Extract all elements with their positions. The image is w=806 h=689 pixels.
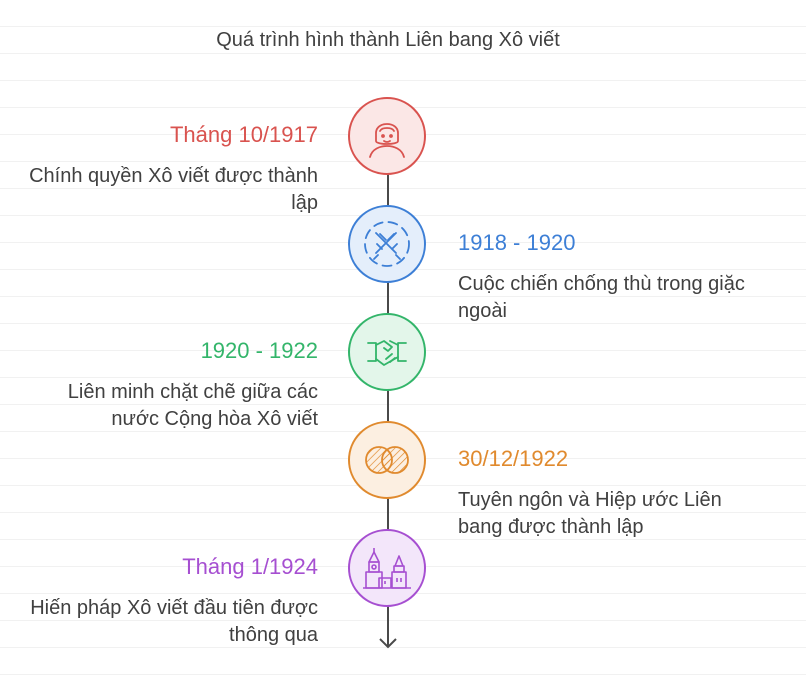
event-4-description-line-1: Tuyên ngôn và Hiệp ước Liên <box>458 489 722 511</box>
event-3-description: Liên minh chặt chẽ giữa các nước Cộng hò… <box>68 379 318 433</box>
event-3-circle <box>348 313 426 391</box>
event-1-description: Chính quyền Xô viết được thành lập <box>29 163 318 217</box>
diagram-title: Quá trình hình thành Liên bang Xô viết <box>216 29 560 51</box>
event-3-description-line-2: nước Cộng hòa Xô viết <box>111 408 318 430</box>
event-4-circle <box>348 421 426 499</box>
timeline-axis <box>387 150 389 640</box>
event-3-description-line-1: Liên minh chặt chẽ giữa các <box>67 381 318 403</box>
event-5-circle <box>348 529 426 607</box>
worker-icon <box>369 123 405 158</box>
union-rings-icon <box>365 446 409 474</box>
event-2-description: Cuộc chiến chống thù trong giặc ngoài <box>458 271 745 325</box>
event-2-description-line-1: Cuộc chiến chống thù trong giặc <box>458 273 745 295</box>
event-4-description: Tuyên ngôn và Hiệp ước Liên bang được th… <box>458 487 722 541</box>
event-1-description-line-1: Chính quyền Xô viết được thành <box>29 165 318 187</box>
event-4-date: 30/12/1922 <box>458 446 569 471</box>
handshake-icon <box>367 340 407 366</box>
event-5-description-line-2: thông qua <box>229 624 318 646</box>
event-5-date: Tháng 1/1924 <box>182 554 318 579</box>
event-4-description-line-2: bang được thành lập <box>458 516 644 538</box>
event-2-date: 1918 - 1920 <box>458 230 576 255</box>
crossed-swords-icon <box>364 221 410 267</box>
timeline-arrow-icon <box>379 632 397 649</box>
kremlin-icon <box>363 548 411 589</box>
event-1-date: Tháng 10/1917 <box>169 122 318 147</box>
event-2-circle <box>348 205 426 283</box>
event-1-circle <box>348 97 426 175</box>
event-3-date: 1920 - 1922 <box>200 338 318 363</box>
event-5-description: Hiến pháp Xô viết đầu tiên được thông qu… <box>30 595 318 649</box>
event-1-description-line-2: lập <box>291 192 318 214</box>
event-5-description-line-1: Hiến pháp Xô viết đầu tiên được <box>30 597 318 619</box>
event-2-description-line-2: ngoài <box>458 300 507 322</box>
